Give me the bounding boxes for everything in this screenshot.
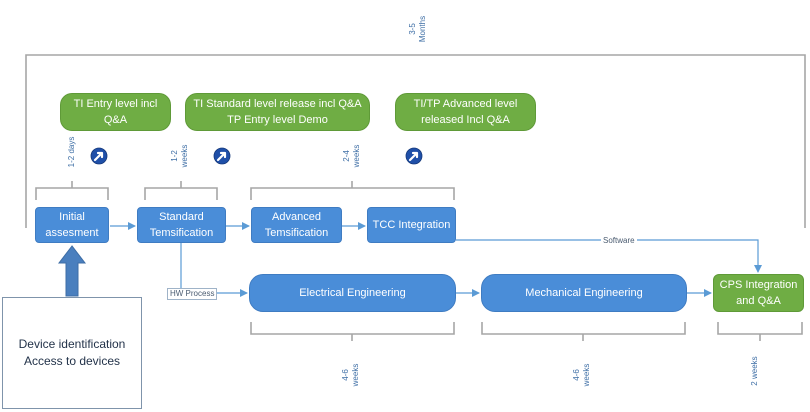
duration-standard: 1-2 weeks [170,144,189,168]
duration-electrical: 4-6 weeks [341,363,360,387]
arrow-hw-process [180,242,248,297]
brace-initial [35,181,109,200]
overall-frame-bracket [25,54,806,228]
brace-standard [144,181,218,200]
milestone-advanced: TI/TP Advanced level released Incl Q&A [395,93,536,131]
step-electrical-engineering: Electrical Engineering [249,274,456,312]
step-cps-integration: CPS Integration and Q&A [713,274,804,312]
step-tcc-integration: TCC Integration [367,207,456,243]
duration-initial: 1-2 days [67,136,76,168]
brace-electrical [250,322,455,341]
brace-advanced [250,181,455,200]
navigate-icon [213,147,231,165]
hw-process-label: HW Process [167,288,218,300]
milestone-entry: TI Entry level incl Q&A [60,93,171,131]
total-duration-label: 3-5 Months [408,15,427,43]
arrow-software [456,239,762,273]
duration-cps: 2 weeks [750,356,759,386]
milestone-standard: TI Standard level release incl Q&A TP En… [185,93,370,131]
step-initial-assessment: Initial assesment [35,207,109,243]
device-up-arrow [57,245,87,297]
brace-mechanical [481,322,686,341]
device-identification-box: Device identification Access to devices [2,297,142,409]
step-mechanical-engineering: Mechanical Engineering [481,274,687,312]
step-standard-temsification: Standard Temsification [137,207,226,243]
navigate-icon [405,147,423,165]
duration-mechanical: 4-6 weeks [572,363,591,387]
software-label: Software [601,236,637,246]
duration-advanced: 2-4 weeks [342,144,361,168]
step-advanced-temsification: Advanced Temsification [251,207,342,243]
brace-cps [717,322,803,341]
navigate-icon [90,147,108,165]
